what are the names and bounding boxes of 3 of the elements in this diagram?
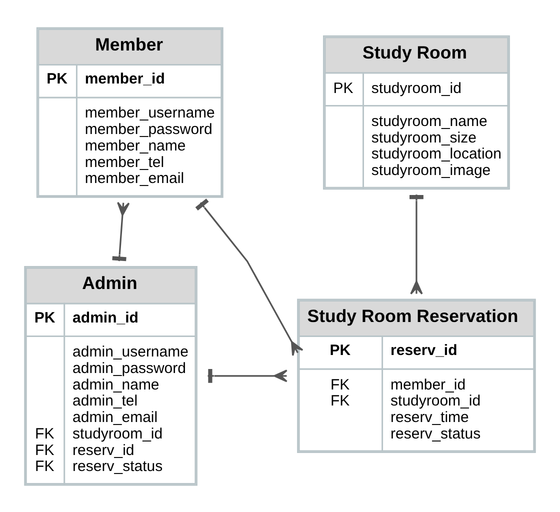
connector — [112, 201, 130, 261]
connector — [195, 198, 304, 356]
connector — [208, 368, 288, 382]
